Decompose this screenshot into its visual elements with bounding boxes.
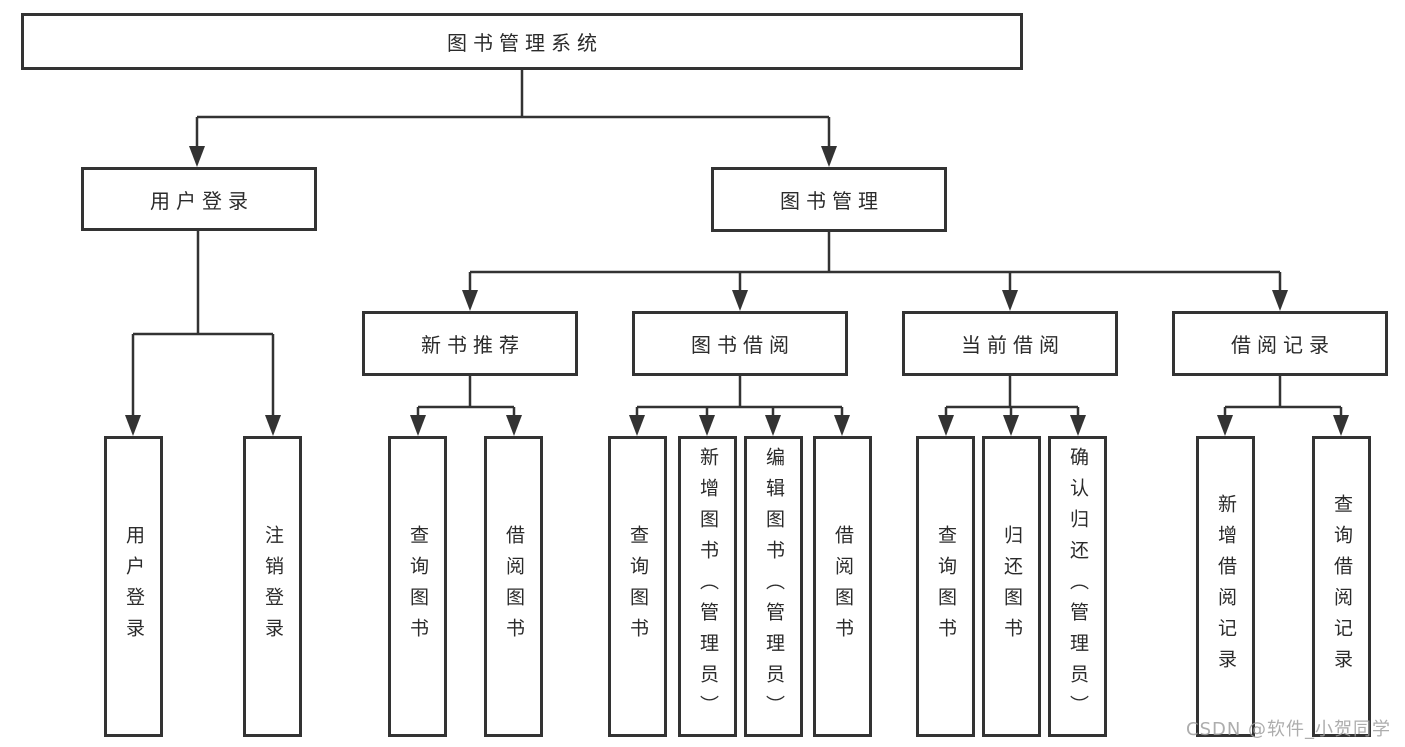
leaf-add-books-admin: 新增图书（管理员） xyxy=(678,436,737,737)
leaf-label: 注销登录 xyxy=(262,524,284,649)
leaf-label: 确认归还（管理员） xyxy=(1067,447,1089,726)
leaf-return-books: 归还图书 xyxy=(982,436,1041,737)
csdn-watermark: CSDN @软件_小贺同学 xyxy=(1186,719,1392,740)
branch-borrow-records xyxy=(1217,376,1349,436)
branch-root xyxy=(189,70,837,167)
branch-new-book xyxy=(410,376,522,436)
leaf-label: 借阅图书 xyxy=(503,524,525,649)
leaf-query-books-borrow: 查询图书 xyxy=(608,436,667,737)
leaf-add-borrow-record: 新增借阅记录 xyxy=(1196,436,1255,737)
leaf-query-books-recommend: 查询图书 xyxy=(388,436,447,737)
node-label: 图书借阅 xyxy=(691,333,795,357)
leaf-label: 查询图书 xyxy=(627,524,649,649)
node-label: 当前借阅 xyxy=(961,333,1065,357)
leaf-logout: 注销登录 xyxy=(243,436,302,737)
leaf-label: 新增图书（管理员） xyxy=(697,447,719,726)
leaf-user-login: 用户登录 xyxy=(104,436,163,737)
leaf-label: 编辑图书（管理员） xyxy=(763,447,785,726)
node-borrow-records: 借阅记录 xyxy=(1172,311,1388,376)
node-book-borrow: 图书借阅 xyxy=(632,311,848,376)
leaf-borrow-books: 借阅图书 xyxy=(813,436,872,737)
leaf-label: 用户登录 xyxy=(123,524,145,649)
node-current-borrow: 当前借阅 xyxy=(902,311,1118,376)
leaf-edit-books-admin: 编辑图书（管理员） xyxy=(744,436,803,737)
node-user-login: 用户登录 xyxy=(81,167,317,231)
branch-book-management xyxy=(462,232,1288,311)
node-label: 用户登录 xyxy=(150,188,254,213)
branch-book-borrow xyxy=(629,376,850,436)
leaf-borrow-books-recommend: 借阅图书 xyxy=(484,436,543,737)
leaf-label: 借阅图书 xyxy=(832,524,854,649)
node-library-management-system: 图书管理系统 xyxy=(21,13,1023,70)
leaf-query-books-current: 查询图书 xyxy=(916,436,975,737)
node-label: 图书管理 xyxy=(780,189,884,213)
node-new-book-recommend: 新书推荐 xyxy=(362,311,578,376)
node-book-management: 图书管理 xyxy=(711,167,947,232)
leaf-label: 查询借阅记录 xyxy=(1331,493,1353,680)
leaf-confirm-return-admin: 确认归还（管理员） xyxy=(1048,436,1107,737)
leaf-label: 新增借阅记录 xyxy=(1215,493,1237,680)
leaf-label: 查询图书 xyxy=(935,524,957,649)
branch-current-borrow xyxy=(938,376,1086,436)
node-label: 借阅记录 xyxy=(1231,333,1335,357)
node-label: 新书推荐 xyxy=(421,333,525,357)
leaf-label: 查询图书 xyxy=(407,524,429,649)
branch-user-login xyxy=(125,231,281,436)
leaf-label: 归还图书 xyxy=(1001,524,1023,649)
leaf-query-borrow-record: 查询借阅记录 xyxy=(1312,436,1371,737)
node-label: 图书管理系统 xyxy=(447,31,603,55)
